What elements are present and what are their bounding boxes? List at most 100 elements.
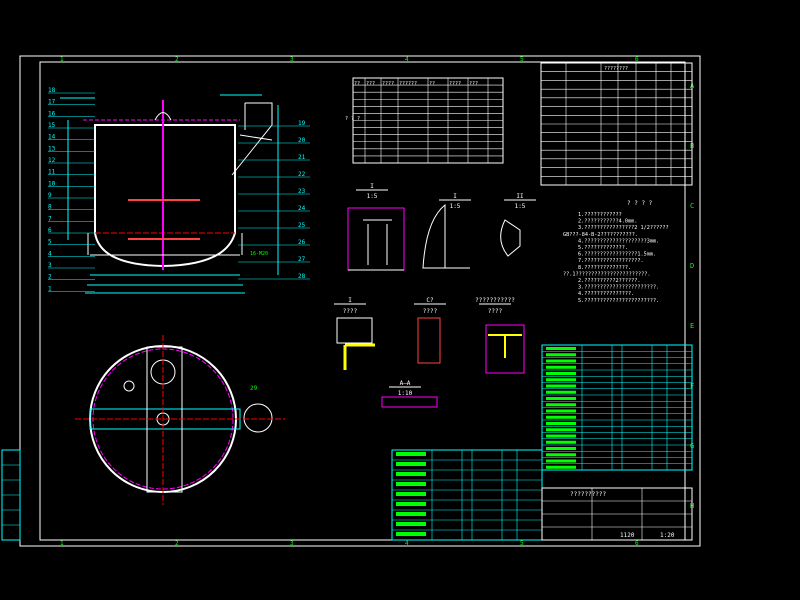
part-number: 20 (298, 137, 306, 144)
nozzle-note: 16-M20 (250, 251, 268, 257)
part-text (546, 390, 576, 394)
part-number: 8 (48, 204, 52, 211)
nozzle-circle (123, 380, 135, 392)
column-label: 3 (290, 540, 294, 547)
part-number: 16 (48, 110, 56, 117)
detail-scale: ???? (423, 308, 438, 315)
part-text (546, 422, 576, 425)
part-number-labels: 1817161514131211109876543211920212223242… (48, 87, 310, 392)
part-number: 3 (48, 262, 52, 269)
detail-scale: ???? (343, 308, 358, 315)
part-number: 5 (48, 239, 52, 246)
detail-scale: ???? (488, 308, 503, 315)
part-text (396, 462, 426, 466)
note-line: 1.???????????? (578, 212, 622, 218)
part-text (396, 522, 426, 526)
part-text (546, 428, 576, 432)
plan-callout: 29 (250, 385, 258, 392)
column-label: 6 (635, 56, 639, 63)
column-label: 4 (405, 540, 409, 547)
part-number: 19 (298, 120, 306, 127)
vessel-elevation (60, 94, 279, 294)
part-number: 15 (48, 122, 56, 129)
part-text (546, 453, 576, 457)
part-number: 10 (48, 180, 56, 187)
part-number: 6 (48, 227, 52, 234)
hopper-circle (243, 403, 273, 433)
part-number: 4 (48, 250, 52, 257)
table-header: ?????? (399, 81, 417, 87)
part-text (546, 359, 576, 363)
part-text (396, 482, 426, 486)
table-header: ?? (354, 81, 360, 87)
part-number: 26 (298, 239, 306, 246)
part-text (396, 452, 426, 456)
part-text (546, 365, 576, 369)
row-label: E (690, 322, 694, 330)
tables: ????????????????????????? ? ????????????… (1, 62, 693, 541)
title-heading: ?????????? (570, 491, 607, 498)
scale-label: 1:20 (660, 532, 675, 539)
row-label: C (690, 202, 694, 210)
part-number: 23 (298, 188, 306, 195)
part-text (396, 532, 426, 536)
detail-title: A—A (400, 380, 411, 387)
support-legs (87, 233, 243, 256)
part-number: 2 (48, 274, 52, 281)
part-text (396, 502, 426, 506)
detail-title: I (453, 193, 457, 200)
part-text (546, 459, 576, 463)
part-number: 9 (48, 192, 52, 199)
part-number: 25 (298, 222, 306, 229)
part-number: 24 (298, 205, 306, 212)
note-line: 3.???????????????????????. (578, 285, 659, 291)
part-number: 13 (48, 145, 56, 152)
detail-scale: 1:5 (450, 203, 461, 210)
detail-title: ??????????? (475, 297, 515, 304)
side-label: ? ? ? (345, 116, 360, 122)
column-label: 2 (175, 540, 179, 547)
table-header: ???? (382, 81, 394, 87)
part-text (546, 353, 576, 357)
part-number: 17 (48, 99, 56, 106)
detail-title: C? (426, 297, 434, 304)
part-text (546, 384, 576, 388)
vessel-plan (75, 335, 285, 505)
table-header: ??? (366, 81, 375, 87)
column-label: 5 (520, 56, 524, 63)
part-number: 14 (48, 134, 56, 141)
part-number: 27 (298, 256, 306, 263)
technical-notes: ? ? ? ?1.????????????2.???????????4.0mm.… (563, 200, 669, 304)
part-text (546, 397, 576, 400)
note-line: 4.????????????????????3mm. (578, 238, 659, 244)
part-text (396, 492, 426, 496)
note-line: ??.1???????????????????????. (563, 271, 650, 277)
part-text (546, 440, 576, 444)
table-header: ?? (429, 81, 435, 87)
detail-scale: 1:10 (398, 390, 413, 397)
column-label: 1 (60, 56, 64, 63)
row-label: D (690, 262, 694, 270)
note-line: 5.?????????????. (578, 245, 628, 251)
drawing-frame (19, 55, 701, 547)
part-text (546, 465, 576, 469)
part-text (546, 409, 576, 413)
feed-hopper (231, 102, 273, 176)
part-text (546, 447, 576, 450)
note-line: 7.??????????????????. (578, 258, 644, 264)
note-line: 2.???????????4.0mm. (578, 219, 637, 225)
detail-title: I (370, 183, 374, 190)
part-text (546, 378, 576, 382)
part-text (396, 512, 426, 516)
manhole-dome (154, 112, 172, 121)
column-label: 4 (405, 56, 409, 63)
note-line: 4.???????????????. (578, 291, 634, 297)
dimension-lines (60, 94, 279, 294)
column-label: 6 (635, 540, 639, 547)
note-line: 8.??????????????. (578, 265, 631, 271)
part-text (546, 403, 576, 407)
part-number: 28 (298, 273, 306, 280)
table-header: ??? (469, 81, 478, 87)
column-label: 3 (290, 56, 294, 63)
detail-scale: 1:5 (515, 203, 526, 210)
